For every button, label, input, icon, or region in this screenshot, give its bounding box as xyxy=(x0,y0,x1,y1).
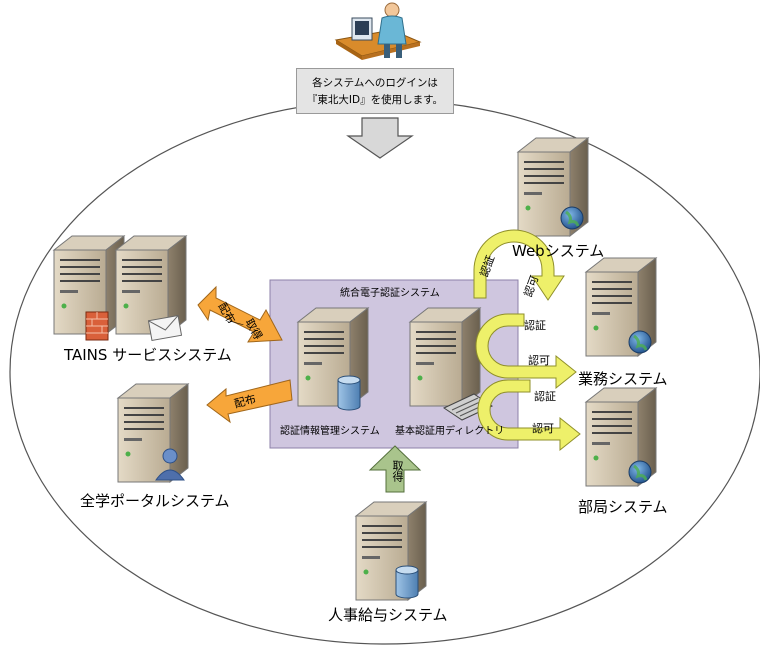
globe-icon xyxy=(628,330,652,354)
jinji-label: 人事給与システム xyxy=(328,606,448,624)
central-system-title: 統合電子認証システム xyxy=(340,288,440,299)
gyomu-system-label: 業務システム xyxy=(578,370,668,388)
login-note-line1: 各システムへのログインは xyxy=(312,77,438,89)
jinji-arrow-label: 取得 xyxy=(391,460,404,482)
bukyoku-system-label: 部局システム xyxy=(578,498,668,516)
database-icon xyxy=(337,375,361,411)
directory-label: 基本認証用ディレクトリ xyxy=(395,426,505,437)
portal-server-icon xyxy=(117,383,189,483)
jinji-acquire-arrow xyxy=(368,445,422,493)
mail-icon xyxy=(147,314,183,342)
tains-distribute-acquire-arrow xyxy=(197,285,283,343)
portal-label: 全学ポータルシステム xyxy=(80,492,230,510)
portal-distribute-arrow xyxy=(206,379,293,424)
web-system-label: Webシステム xyxy=(512,242,605,260)
web-auth-u-arrow xyxy=(473,229,565,301)
globe-icon xyxy=(628,460,652,484)
auth-info-system-label: 認証情報管理システム xyxy=(280,426,380,437)
login-down-arrow xyxy=(346,117,414,159)
user-at-desk-icon xyxy=(334,2,422,60)
directory-server-icon xyxy=(409,307,481,407)
firewall-icon xyxy=(85,311,109,341)
bukyoku-auth-u-arrow xyxy=(477,379,581,452)
tains-label: TAINS サービスシステム xyxy=(64,346,232,364)
bukyoku-authz-label: 認可 xyxy=(532,422,554,435)
login-note-line2: 『東北大ID』を使用します。 xyxy=(306,94,444,106)
login-note: 各システムへのログインは 『東北大ID』を使用します。 xyxy=(296,68,454,114)
database-icon xyxy=(395,565,419,599)
bukyoku-auth-label: 認証 xyxy=(534,390,556,403)
gyomu-auth-u-arrow xyxy=(475,313,577,390)
gyomu-auth-label: 認証 xyxy=(524,319,546,332)
user-icon xyxy=(155,448,185,481)
globe-icon xyxy=(560,206,584,230)
gyomu-authz-label: 認可 xyxy=(528,354,550,367)
